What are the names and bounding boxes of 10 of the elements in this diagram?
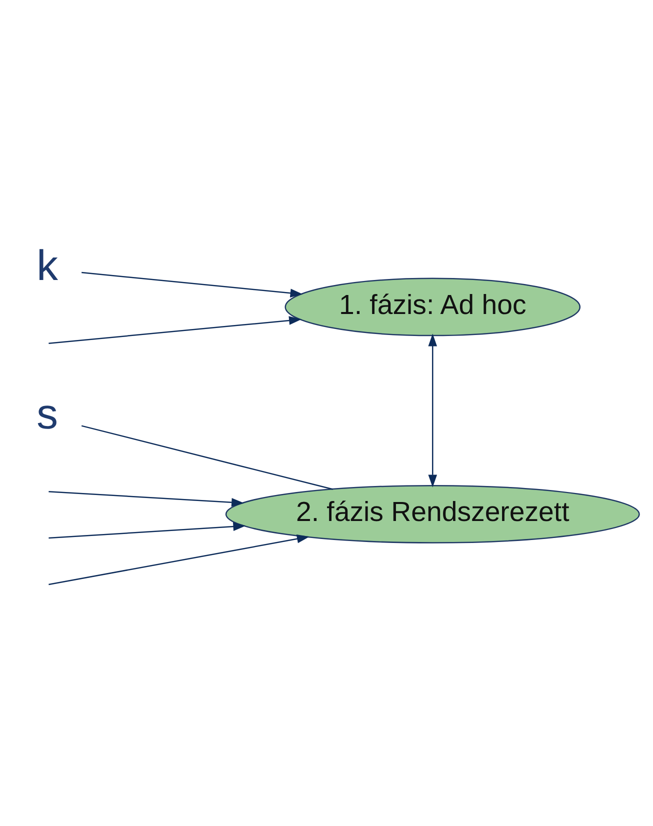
node-text: s	[36, 390, 58, 438]
node-ellipse: 1. fázis: Ad hoc	[284, 278, 581, 336]
arrow	[48, 490, 244, 507]
arrow	[428, 334, 438, 488]
arrow	[48, 522, 246, 539]
connector	[81, 425, 333, 490]
arrow	[48, 534, 310, 586]
arrow	[48, 316, 302, 344]
arrow	[82, 272, 303, 298]
node-text: k	[36, 242, 58, 290]
